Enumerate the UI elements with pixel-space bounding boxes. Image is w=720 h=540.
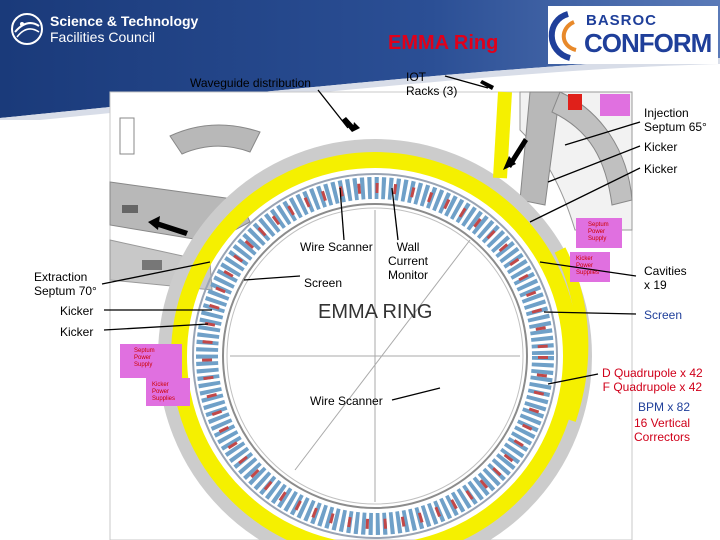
label-wall-current: Wall Current Monitor (388, 240, 429, 282)
label-kicker-left1: Kicker (60, 304, 94, 318)
pointer-screen-right (543, 311, 637, 315)
label-screen-right: Screen (644, 308, 683, 322)
label-emma-ring: EMMA RING (318, 301, 433, 323)
pointer-screen-center (243, 275, 301, 281)
pointer-cavities (539, 261, 637, 277)
iot-rack-box (600, 94, 630, 116)
arrow-iot (480, 80, 494, 90)
label-screen-center: Screen (304, 276, 343, 290)
left-equip-3 (119, 117, 135, 155)
pointer-wire-scanner-top (339, 187, 345, 241)
left-equip-2 (142, 260, 162, 270)
waveguide-iot-feed (493, 91, 512, 179)
arrow-injection-beam (503, 138, 528, 170)
pointer-iot (444, 75, 489, 89)
label-septum-ps-right: Septum Power Supply (588, 222, 609, 242)
basroc-conform-logo: BASROC CONFORM (548, 6, 718, 64)
label-wire-scanner-bottom: Wire Scanner (310, 394, 383, 408)
kicker-ps-left-box (146, 378, 190, 406)
left-equip-1 (122, 205, 138, 213)
page-title: EMMA Ring (388, 32, 499, 54)
pointer-kicker-top2 (529, 167, 641, 223)
center-line-d (294, 239, 471, 471)
waveguide-right-arc (554, 247, 589, 422)
right-arc-corridor (551, 91, 633, 206)
magnet-lattice-red (202, 183, 548, 529)
label-correctors: 16 Vertical Correctors (634, 416, 691, 444)
septum-ps-right-box (576, 218, 622, 248)
pointer-kicker-left2 (103, 323, 209, 331)
label-quadrupoles: D Quadrupole x 42 F Quadrupole x 42 (602, 366, 703, 394)
stfc-emblem-icon (11, 13, 43, 45)
magnet-lattice-inner (222, 203, 528, 509)
pointer-quadrupoles (547, 373, 599, 385)
label-wire-scanner-top: Wire Scanner (300, 240, 373, 254)
stfc-wordmark: Science & Technology Facilities Council (50, 13, 198, 45)
top-left-corridor (169, 124, 261, 155)
arrow-extraction-beam (148, 216, 188, 236)
label-iot-racks: IOT Racks (3) (406, 70, 458, 98)
label-kicker-ps-left: Kicker Power Supplies (152, 382, 176, 402)
label-kicker-left2: Kicker (60, 325, 94, 339)
stfc-line2: Facilities Council (50, 29, 156, 45)
pointer-wire-scanner-bottom (391, 387, 441, 401)
septum-ps-left-box (120, 344, 182, 378)
pointer-waveguide (317, 89, 349, 129)
stfc-line1: Science & Technology (50, 13, 199, 29)
stfc-logo: Science & Technology Facilities Council (10, 12, 198, 46)
pointer-injection (564, 121, 641, 146)
pointer-kicker-top1 (547, 145, 641, 183)
label-extraction: Extraction Septum 70° (34, 270, 97, 298)
label-kicker-top1: Kicker (644, 140, 678, 154)
magnet-lattice-outer (192, 173, 558, 539)
basroc-text: BASROC (586, 12, 658, 29)
pointer-wall-current (391, 187, 399, 241)
label-bpm: BPM x 82 (638, 400, 691, 414)
label-cavities: Cavities x 19 (644, 264, 687, 292)
pointer-extraction (101, 261, 211, 285)
label-injection: Injection Septum 65° (644, 106, 707, 134)
conform-text: CONFORM (584, 28, 712, 58)
arrow-waveguide (342, 117, 360, 132)
injection-line (519, 91, 561, 206)
label-kicker-top2: Kicker (644, 162, 678, 176)
label-waveguide: Waveguide distribution (190, 76, 311, 90)
label-kicker-ps-right: Kicker Power Supplies (576, 256, 600, 276)
iot-rack-red (568, 94, 582, 110)
label-septum-ps-left: Septum Power Supply (134, 348, 155, 368)
